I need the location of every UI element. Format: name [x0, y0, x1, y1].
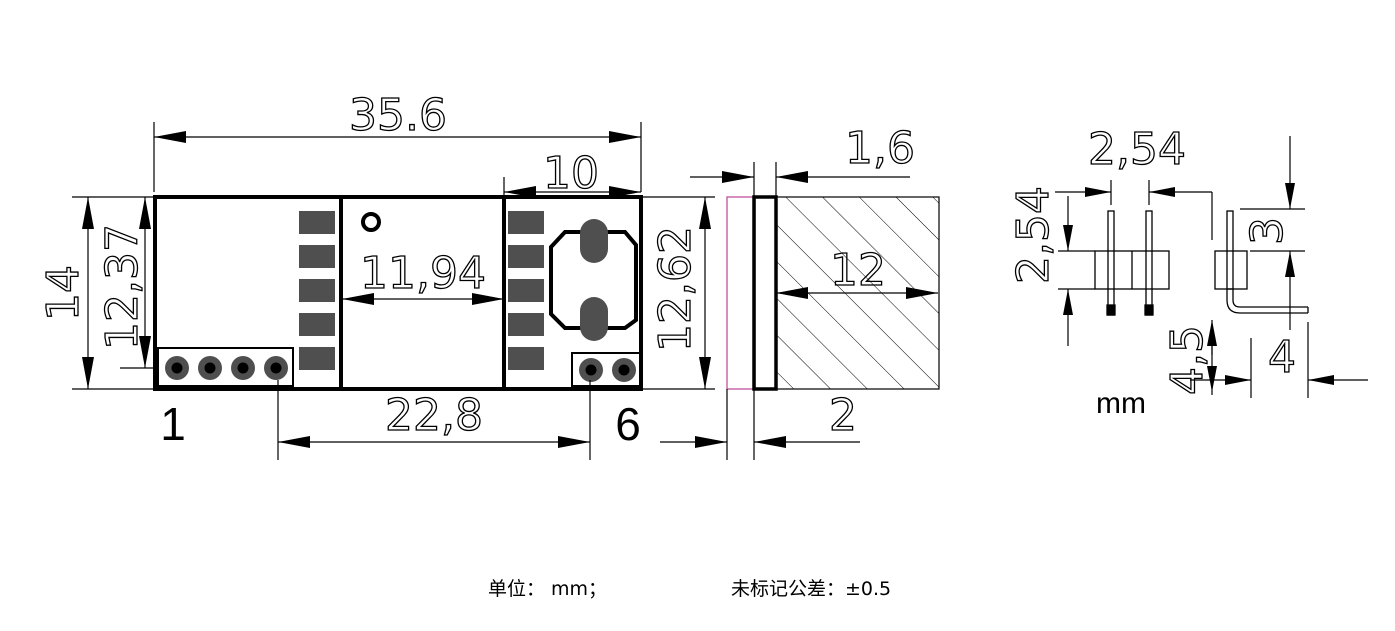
left-pad-column	[299, 211, 335, 370]
dim-inner-height: 12,37	[97, 224, 148, 350]
dim-side-length: 12	[830, 245, 886, 296]
dim-pin-pitch-h: 2,54	[1088, 124, 1186, 175]
pcb-edge	[752, 195, 778, 391]
dim-pin-lead: 4,5	[1162, 325, 1213, 395]
header-2pin	[571, 352, 641, 387]
dim-pin-pitch-v: 2,54	[1008, 186, 1059, 284]
pin-label-first: 1	[160, 398, 186, 450]
front-dimension-arrows	[82, 131, 711, 448]
shield-can	[339, 195, 506, 391]
dim-pin-bend: 4	[1268, 332, 1296, 383]
unit-note: 单位： mm；	[488, 578, 608, 600]
dim-right-height: 12,62	[650, 226, 701, 352]
side-outline-pink	[726, 196, 756, 390]
dim-shield-width: 11,94	[360, 248, 486, 299]
dim-board-height: 14	[38, 265, 89, 321]
unit-label: mm	[1096, 387, 1146, 420]
header-2pin-holes	[579, 358, 636, 382]
dim-overall-length: 35.6	[349, 90, 447, 141]
dim-side-offset: 2	[829, 390, 857, 441]
pin-header-front	[1094, 210, 1170, 316]
header-4pin	[157, 347, 294, 387]
dim-pin-span: 22,8	[385, 390, 483, 441]
side-dimension-arrows	[695, 171, 938, 448]
dim-pin-top: 3	[1242, 217, 1293, 245]
pin1-marker	[361, 212, 381, 232]
dim-crystal-area-width: 10	[543, 148, 599, 199]
right-pad-column	[508, 211, 544, 370]
header-4pin-holes	[165, 356, 288, 380]
crystal-pad-bottom	[580, 297, 608, 341]
front-view	[153, 195, 643, 391]
crystal-outline	[549, 230, 638, 330]
pin-dimension-arrows	[1063, 183, 1334, 392]
crystal-pad-top	[580, 219, 608, 263]
tolerance-note: 未标记公差：±0.5	[731, 578, 892, 600]
pin-label-last: 6	[615, 398, 641, 450]
pin-header-side	[1214, 210, 1309, 314]
dim-pcb-thickness: 1,6	[845, 123, 915, 174]
